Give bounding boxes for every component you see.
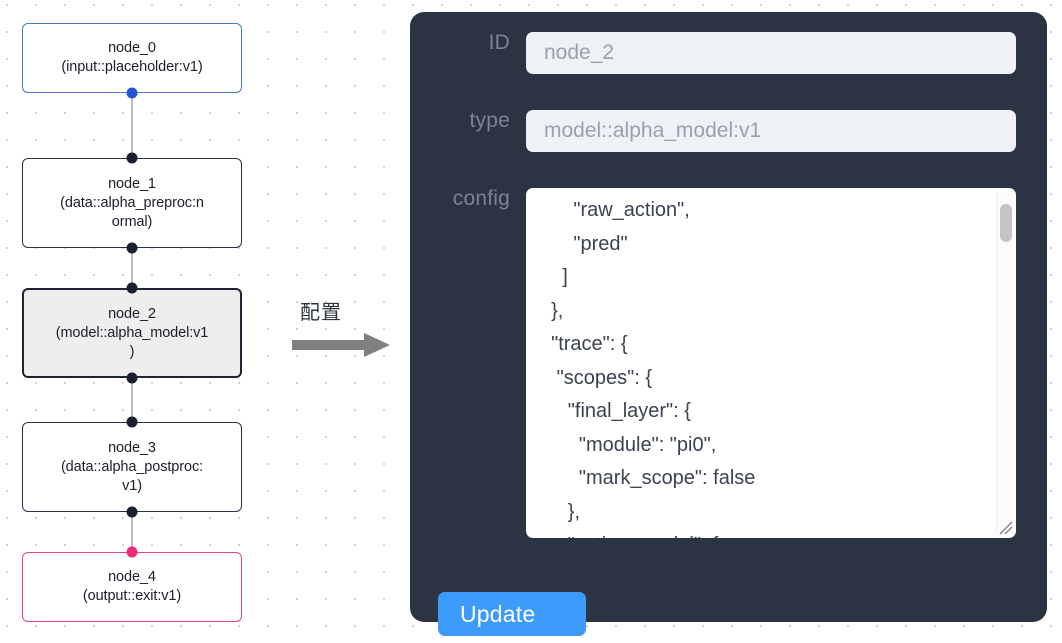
id-field-label: ID [488, 31, 510, 54]
config-scrollbar-thumb[interactable] [1000, 204, 1012, 242]
edge-node1-node2 [131, 248, 133, 288]
node-label: node_4 (output::exit:v1) [82, 569, 182, 604]
graph-node-node_3[interactable]: node_3 (data::alpha_postproc: v1) [22, 422, 242, 512]
node-handle-node_2-source[interactable] [126, 372, 138, 384]
config-textarea[interactable]: "raw_action", "pred" ] }, "trace": { "sc… [526, 188, 1016, 538]
node-handle-node_1-target[interactable] [126, 152, 138, 164]
node-handle-node_3-target[interactable] [126, 416, 138, 428]
edge-node3-node4 [131, 512, 133, 552]
config-scrollbar-track[interactable] [996, 192, 1013, 534]
form-row-config: config "raw_action", "pred" ] }, "trace"… [410, 188, 1016, 538]
form-row-id: ID [410, 32, 1016, 74]
flow-annotation: 配置 [292, 296, 402, 366]
node-label: node_1 (data::alpha_preproc:n ormal) [60, 175, 204, 230]
node-handle-node_4-target[interactable] [126, 546, 138, 558]
node-handle-node_0-source[interactable] [126, 87, 138, 99]
graph-node-node_4[interactable]: node_4 (output::exit:v1) [22, 552, 242, 622]
graph-node-node_1[interactable]: node_1 (data::alpha_preproc:n ormal) [22, 158, 242, 248]
graph-node-node_2[interactable]: node_2 (model::alpha_model:v1 ) [22, 288, 242, 378]
update-button[interactable]: Update [438, 592, 586, 636]
id-input[interactable] [526, 32, 1016, 74]
node-handle-node_3-source[interactable] [126, 506, 138, 518]
type-input[interactable] [526, 110, 1016, 152]
right-arrow-icon [292, 333, 390, 357]
flow-annotation-label: 配置 [300, 300, 342, 324]
config-field-label: config [452, 187, 510, 210]
type-field-label: type [469, 109, 510, 132]
node-label: node_0 (input::placeholder:v1) [61, 40, 203, 75]
config-textarea-wrapper: "raw_action", "pred" ] }, "trace": { "sc… [526, 188, 1016, 538]
node-label: node_2 (model::alpha_model:v1 ) [55, 305, 209, 360]
node-label: node_3 (data::alpha_postproc: v1) [60, 439, 204, 494]
edge-node0-node1 [131, 93, 133, 158]
graph-node-node_0[interactable]: node_0 (input::placeholder:v1) [22, 23, 242, 93]
edge-node2-node3 [131, 378, 133, 422]
config-panel: ID type config "raw_action", "pred" ] },… [410, 12, 1047, 636]
node-handle-node_1-source[interactable] [126, 242, 138, 254]
node-handle-node_2-target[interactable] [126, 282, 138, 294]
form-row-type: type [410, 110, 1016, 152]
